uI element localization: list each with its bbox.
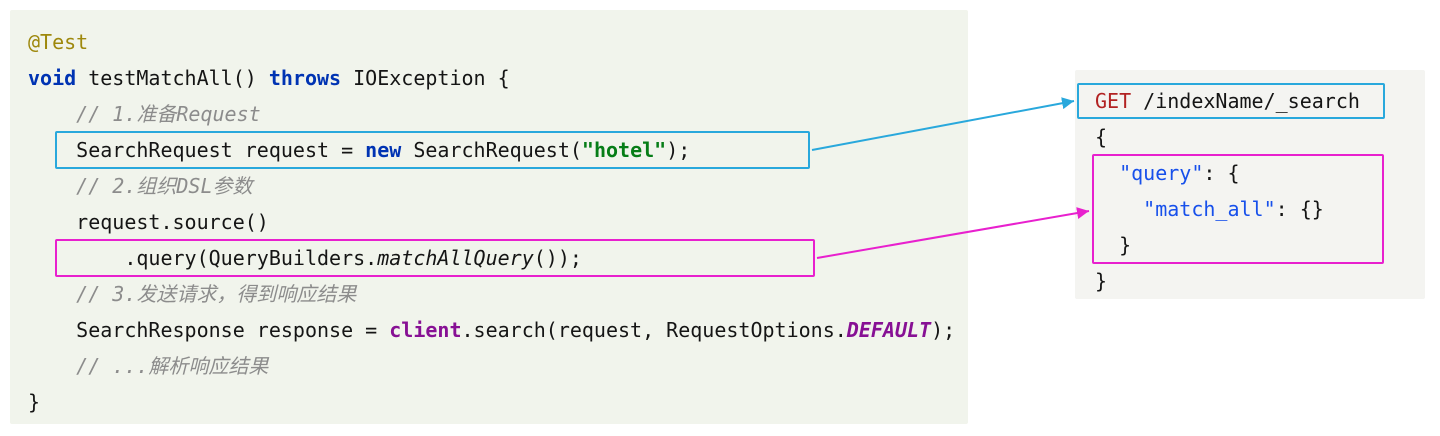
code-line: void testMatchAll() throws IOException { <box>28 60 968 96</box>
code-line: @Test <box>28 24 968 60</box>
get-line-highlight-box <box>1077 83 1385 119</box>
java-code-panel: @Test void testMatchAll() throws IOExcept… <box>10 10 968 424</box>
code-token: // 1.准备Request <box>28 102 261 126</box>
query-dsl-highlight-box <box>1092 154 1384 264</box>
code-token: // ...解析响应结果 <box>28 354 269 378</box>
code-token: } <box>1095 269 1108 293</box>
code-token: client <box>389 318 462 342</box>
code-token: throws <box>268 66 342 90</box>
code-token: @Test <box>28 30 89 54</box>
code-token: // 3.发送请求，得到响应结果 <box>28 282 357 306</box>
code-line: SearchRequest request = new SearchReques… <box>28 132 968 168</box>
code-line: } <box>28 384 968 420</box>
code-token: GET <box>1095 89 1132 113</box>
code-line: } <box>1095 263 1425 299</box>
dsl-code: GET /indexName/_search { "query": { "matc… <box>1095 83 1425 299</box>
code-token: : {} <box>1275 197 1324 221</box>
code-token: ); <box>666 138 691 162</box>
code-line: SearchResponse response = client.search(… <box>28 312 968 348</box>
code-token: { <box>1095 125 1108 149</box>
code-line: "query": { <box>1095 155 1425 191</box>
code-token: "match_all" <box>1143 197 1276 221</box>
code-token: // 2.组织DSL参数 <box>28 174 253 198</box>
code-token: request.source() <box>28 210 269 234</box>
code-token: .search(request, RequestOptions. <box>461 318 847 342</box>
code-token: .query(QueryBuilders. <box>28 246 378 270</box>
code-line: // 3.发送请求，得到响应结果 <box>28 276 968 312</box>
query-line-highlight-box <box>55 239 815 277</box>
code-line: // ...解析响应结果 <box>28 348 968 384</box>
code-line: // 2.组织DSL参数 <box>28 168 968 204</box>
dsl-request-panel: GET /indexName/_search { "query": { "matc… <box>1075 70 1425 299</box>
code-line: request.source() <box>28 204 968 240</box>
code-token: new <box>365 138 402 162</box>
code-token: SearchRequest( <box>401 138 582 162</box>
code-token: testMatchAll() <box>76 66 269 90</box>
code-token: DEFAULT <box>846 318 932 342</box>
code-token: "query" <box>1119 161 1204 185</box>
code-token: matchAllQuery <box>377 246 534 270</box>
code-token: void <box>28 66 77 90</box>
code-line: } <box>1095 227 1425 263</box>
code-token: ); <box>931 318 956 342</box>
code-line: { <box>1095 119 1425 155</box>
code-token: IOException { <box>341 66 510 90</box>
code-token: } <box>1095 233 1132 257</box>
java-code: @Test void testMatchAll() throws IOExcept… <box>28 24 968 420</box>
code-line: // 1.准备Request <box>28 96 968 132</box>
code-token: SearchResponse response = <box>28 318 390 342</box>
code-token: SearchRequest request = <box>28 138 366 162</box>
code-token: "hotel" <box>581 138 667 162</box>
code-token: ()); <box>533 246 582 270</box>
code-line: "match_all": {} <box>1095 191 1425 227</box>
code-line: .query(QueryBuilders.matchAllQuery()); <box>28 240 968 276</box>
code-token: /indexName/_search <box>1131 89 1360 113</box>
code-token: } <box>28 390 41 414</box>
code-token: : { <box>1203 161 1240 185</box>
code-line: GET /indexName/_search <box>1095 83 1425 119</box>
request-line-highlight-box <box>55 131 810 169</box>
